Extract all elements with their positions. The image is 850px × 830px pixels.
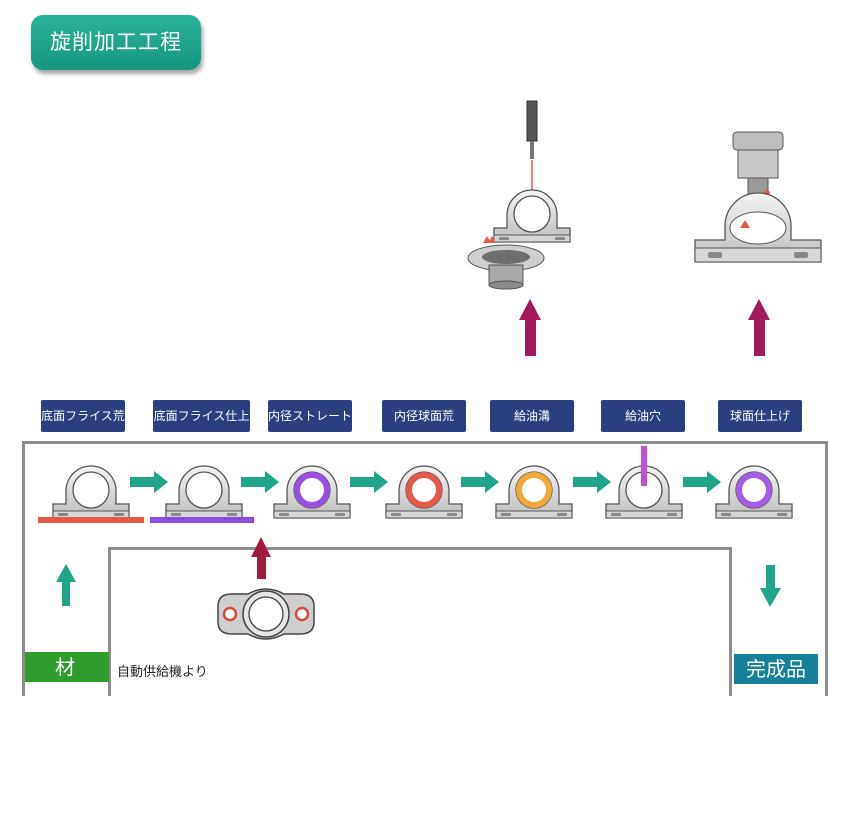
step-label-bottom-finish-milling: 底面フライス仕上 [153, 400, 250, 432]
step-label-bottom-rough-milling: 底面フライス荒 [41, 400, 125, 432]
step-label-oil-groove: 給油溝 [490, 400, 574, 432]
inner-frame-right [729, 547, 732, 696]
materials-badge: 材 料 [25, 652, 109, 709]
detail-up-arrow-oil-groove [519, 299, 541, 356]
materials-up-arrow [56, 564, 76, 606]
housing-step-oil-groove [495, 465, 573, 519]
housing-step-bottom-rough [52, 465, 130, 519]
step-label-spherical-finish: 球面仕上げ [718, 400, 802, 432]
feed-up-arrow [251, 537, 271, 579]
inner-frame-left [108, 547, 111, 696]
step-label-spherical-rough: 内径球面荒 [382, 400, 466, 432]
outer-frame-right [825, 441, 828, 696]
finished-down-arrow [760, 565, 781, 607]
flow-arrow-6 [683, 471, 721, 493]
flow-arrow-3 [350, 471, 388, 493]
flow-arrow-1 [130, 471, 168, 493]
housing-step-spherical-rough [385, 465, 463, 519]
step-label-oil-hole: 給油穴 [601, 400, 685, 432]
spherical-finish-detail-illustration [694, 131, 822, 263]
page-title: 旋削加工工程 [31, 15, 201, 70]
outer-frame-left [22, 441, 25, 696]
housing-step-spherical-finish [715, 465, 793, 519]
underline-bottom-rough [38, 517, 144, 523]
inner-frame-top [108, 547, 732, 550]
flow-arrow-2 [241, 471, 279, 493]
flow-arrow-4 [461, 471, 499, 493]
flow-arrow-5 [573, 471, 611, 493]
raw-flange-part [217, 588, 315, 640]
oil-groove-detail-illustration [467, 100, 571, 290]
underline-bottom-finish [150, 517, 254, 523]
step-label-bore-straight: 内径ストレート [268, 400, 352, 432]
housing-step-bore-straight [273, 465, 351, 519]
housing-step-bottom-finish [165, 465, 243, 519]
outer-frame-top [22, 441, 828, 444]
auto-feeder-note: 自動供給機より [117, 665, 208, 680]
oil-hole-marker [641, 446, 647, 486]
detail-up-arrow-spherical-finish [748, 299, 770, 356]
finished-product-badge: 完成品 [734, 654, 818, 684]
